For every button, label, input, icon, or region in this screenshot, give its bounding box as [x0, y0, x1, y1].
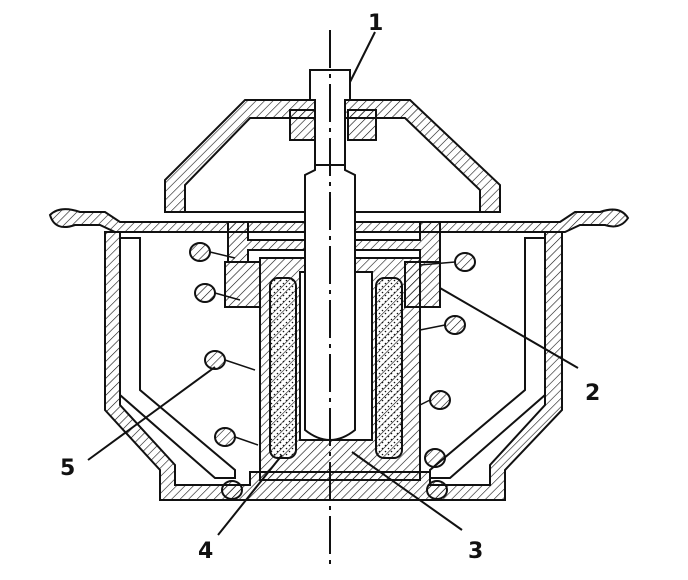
leader-5 — [87, 366, 216, 461]
callout-5: 5 — [60, 456, 75, 481]
leader-2 — [439, 287, 579, 369]
main-spring — [189, 242, 476, 500]
leader-lines — [87, 31, 579, 536]
wax-filling — [269, 277, 403, 459]
inner-frame — [119, 237, 546, 479]
callout-1: 1 — [368, 11, 383, 36]
mounting-flange — [48, 208, 630, 233]
callout-4: 4 — [198, 539, 213, 564]
leader-3 — [351, 451, 463, 531]
lower-cup-housing — [104, 231, 563, 501]
callout-labels: 1 2 3 4 5 — [60, 11, 600, 564]
stem-guide — [289, 109, 377, 141]
callout-2: 2 — [585, 381, 600, 406]
leader-1 — [349, 31, 376, 83]
callout-3: 3 — [468, 539, 483, 564]
leader-4 — [217, 454, 283, 536]
